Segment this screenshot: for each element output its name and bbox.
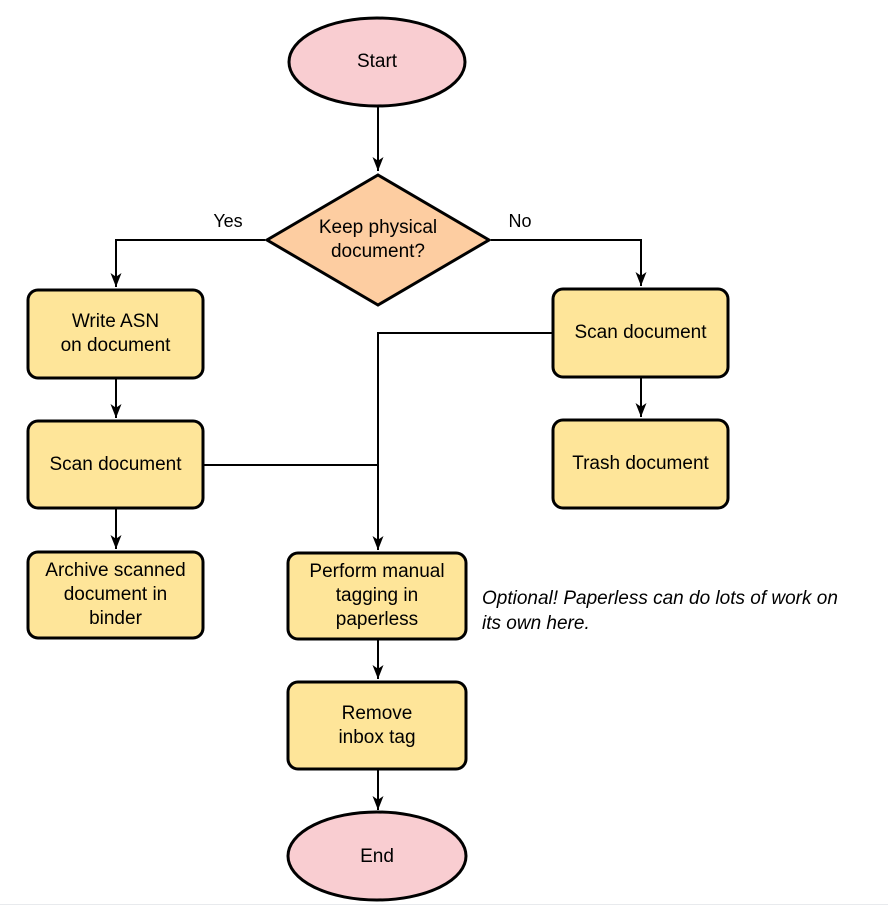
- end-node-shape: [286, 810, 468, 902]
- edge-scan-right-to-tagging: [372, 332, 553, 550]
- trash-node-shape: [551, 418, 730, 510]
- edge-label-no: No: [508, 211, 532, 231]
- bottom-hairline: [0, 904, 888, 905]
- scan-left-node-shape: [26, 419, 205, 510]
- start-node-shape: [287, 16, 467, 108]
- edge-label-yes: Yes: [213, 211, 243, 231]
- edge-decision-no-to-scan-right: [491, 239, 647, 286]
- remove-inbox-node-shape: [286, 680, 468, 771]
- edge-decision-yes-to-write-asn: [110, 239, 265, 287]
- optional-note: Optional! Paperless can do lots of work …: [482, 588, 838, 635]
- write-asn-node-shape: [26, 288, 205, 380]
- archive-node-shape: [26, 550, 205, 640]
- scan-right-node-shape: [551, 287, 730, 379]
- decision-node-shape: [264, 173, 492, 307]
- tagging-node-shape: [286, 551, 468, 641]
